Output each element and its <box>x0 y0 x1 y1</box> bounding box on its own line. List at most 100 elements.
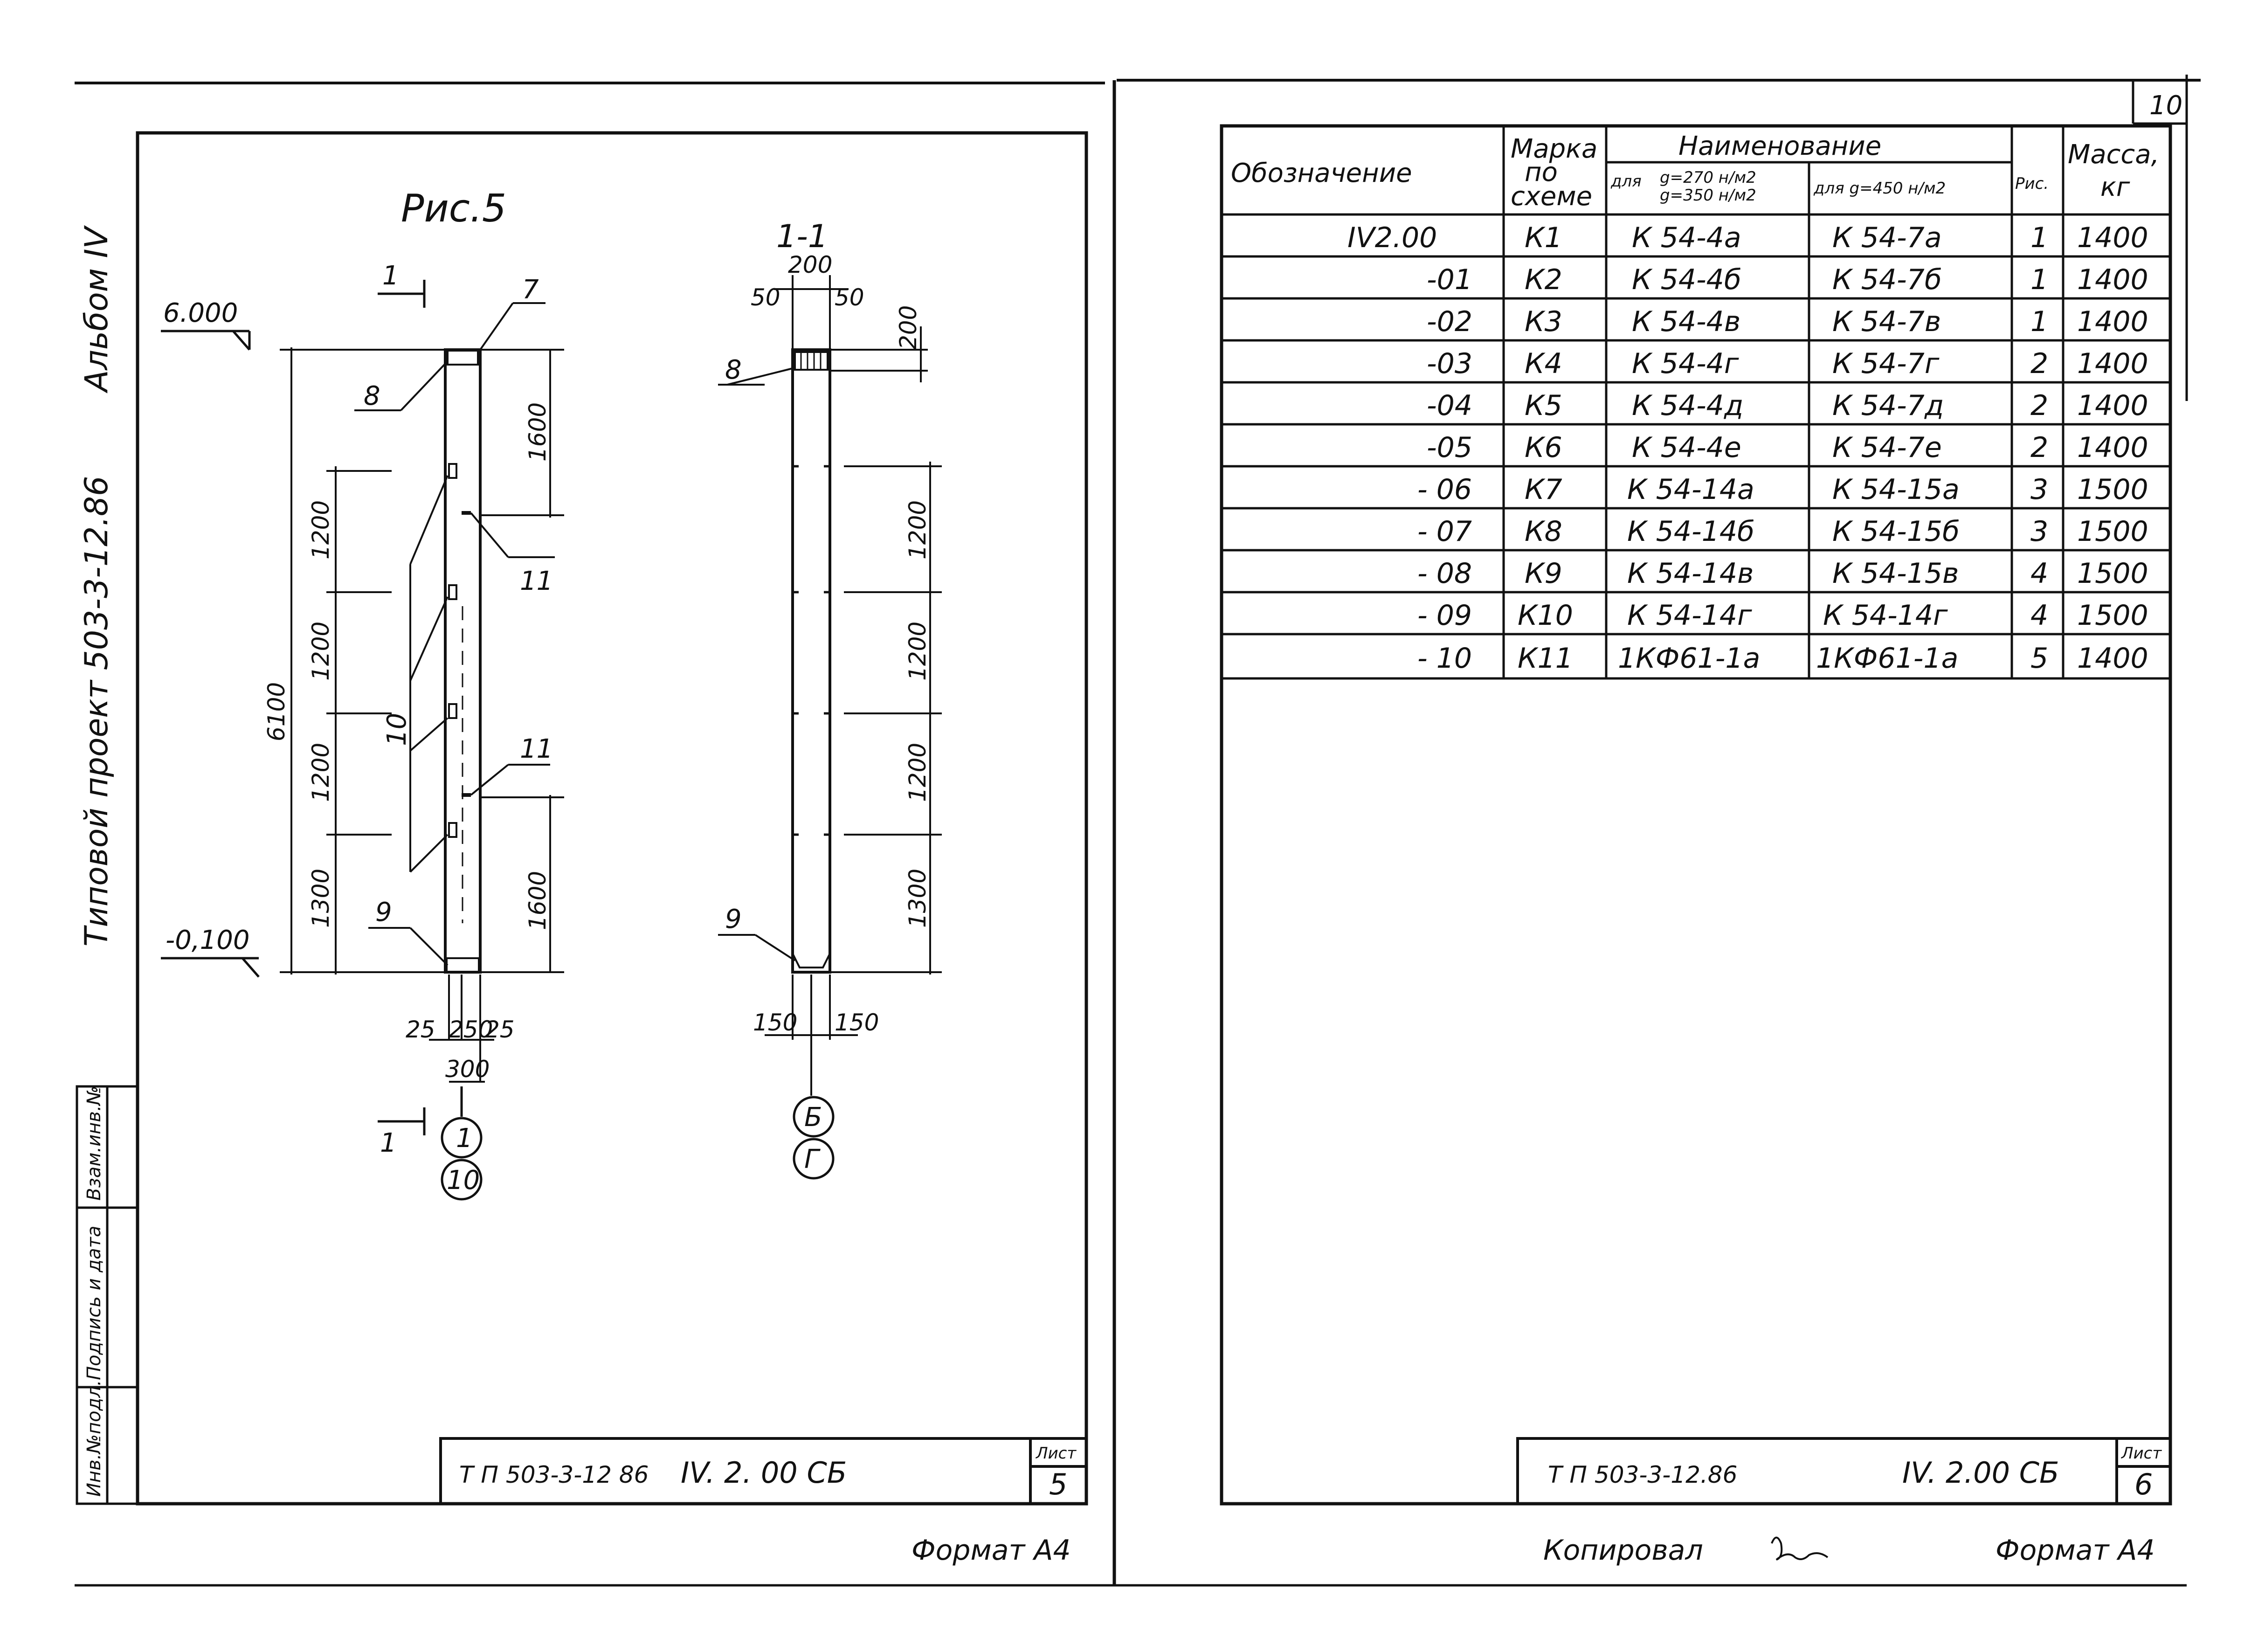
cell-name1: К 54-14а <box>1627 473 1754 506</box>
cell-name2: К 54-7г <box>1832 347 1940 380</box>
section-dimension-lines <box>718 275 942 1096</box>
header-name-sub1-a: g=270 н/м2 <box>1660 168 1756 187</box>
callout-8: 8 <box>364 381 380 411</box>
cell-mark: К4 <box>1525 347 1562 380</box>
cell-mass: 1400 <box>2077 305 2148 338</box>
cell-designation: -03 <box>1427 347 1472 380</box>
cell-mark: К3 <box>1525 305 1562 338</box>
section-cut-bottom <box>378 1107 426 1135</box>
cell-mark: К11 <box>1518 642 1573 675</box>
callout-leaders <box>354 302 555 966</box>
side-text-project: Типовой проект 503-3-12.86 <box>78 476 115 947</box>
table-row: - 06 К7 К 54-14а К 54-15а 3 1500 <box>1417 473 2148 506</box>
cell-mass: 1400 <box>2077 347 2148 380</box>
figure-title: Рис.5 <box>401 187 506 231</box>
dim-bottom-c: 25 <box>485 1016 515 1043</box>
axis-bubble-10: 10 <box>447 1165 480 1196</box>
left-dimension-lines <box>280 347 564 1083</box>
cell-designation: - 10 <box>1417 642 1472 675</box>
cell-fig: 2 <box>2030 431 2048 464</box>
section-dim-seg3: 1200 <box>904 743 931 802</box>
cell-designation: - 07 <box>1417 515 1472 548</box>
cell-name1: К 54-14б <box>1627 515 1754 548</box>
table-row: -05 К6 К 54-4е К 54-7е 2 1400 <box>1427 431 2148 464</box>
right-title-stamp <box>1516 1437 2172 1505</box>
table-row: - 08 К9 К 54-14в К 54-15в 4 1500 <box>1417 557 2148 590</box>
spec-table-grid <box>1222 126 2170 680</box>
cell-designation: -04 <box>1427 389 1472 422</box>
table-row: - 10 К11 1КФ61-1а 1КФ61-1а 5 1400 <box>1417 642 2148 675</box>
side-stamp-inv: Инв.№подл. <box>83 1380 105 1497</box>
cell-mark: К7 <box>1525 473 1562 506</box>
left-title-stamp <box>439 1437 1088 1505</box>
section-dim-bot-left: 150 <box>753 1009 797 1036</box>
cell-fig: 1 <box>2030 263 2048 296</box>
cell-mass: 1500 <box>2077 515 2148 548</box>
cell-name1: К 54-4г <box>1632 347 1739 380</box>
cell-fig: 3 <box>2030 515 2048 548</box>
section-dim-left-off: 50 <box>751 284 780 311</box>
header-mass-1: Масса, <box>2068 139 2159 170</box>
cell-fig: 2 <box>2030 347 2048 380</box>
callout-10: 10 <box>382 713 412 746</box>
header-designation: Обозначение <box>1231 158 1412 188</box>
left-frame <box>136 131 1088 1506</box>
section-axis-bubbles <box>793 1096 835 1180</box>
section-mark-top: 1 <box>382 261 399 291</box>
table-row: -04 К5 К 54-4д К 54-7д 2 1400 <box>1427 389 2148 422</box>
cell-mass: 1400 <box>2077 221 2148 254</box>
cell-name1: К 54-4д <box>1632 389 1743 422</box>
cell-name1: К 54-4б <box>1632 263 1741 296</box>
cell-mark: К9 <box>1525 557 1562 590</box>
right-stamp-code: Т П 503-3-12.86 <box>1548 1461 1737 1488</box>
elevation-bottom: -0,100 <box>166 925 250 955</box>
dim-seg4: 1300 <box>307 869 334 928</box>
cell-name2: К 54-7е <box>1832 431 1942 464</box>
cell-mark: К2 <box>1525 263 1562 296</box>
cell-fig: 4 <box>2030 557 2048 590</box>
cell-designation: -02 <box>1427 305 1472 338</box>
dim-bottom-a: 25 <box>406 1016 435 1043</box>
section-dim-seg4: 1300 <box>904 869 931 928</box>
right-stamp-sheet-num: 6 <box>2134 1467 2153 1501</box>
cell-name2: К 54-15в <box>1832 557 1959 590</box>
dim-right-bottom: 1600 <box>524 871 551 930</box>
section-mark-bottom: 1 <box>380 1128 397 1158</box>
copier-signature <box>1771 1536 1829 1561</box>
left-format: Формат А4 <box>911 1534 1071 1567</box>
header-name-sub2: для g=450 н/м2 <box>1813 179 1946 198</box>
callout-9: 9 <box>375 897 392 927</box>
copied-by-label: Копировал <box>1543 1534 1703 1567</box>
left-stamp-sheet-num: 5 <box>1049 1467 1067 1501</box>
section-dim-seg1: 1200 <box>904 500 931 560</box>
table-row: IV2.00 К1 К 54-4а К 54-7а 1 1400 <box>1347 221 2148 254</box>
section-callout-9: 9 <box>725 904 742 934</box>
side-stamp-replace: Взам.инв.№ <box>83 1086 105 1201</box>
cell-name1: К 54-4в <box>1632 305 1740 338</box>
header-fig: Рис. <box>2015 174 2049 193</box>
section-view <box>791 348 831 974</box>
cell-name1: К 54-4е <box>1632 431 1741 464</box>
header-name: Наименование <box>1678 131 1881 161</box>
cell-mark: К1 <box>1525 221 1562 254</box>
cell-name2: К 54-7б <box>1832 263 1942 296</box>
header-mark-1: Марка <box>1511 134 1597 164</box>
cell-mass: 1500 <box>2077 473 2148 506</box>
cell-mass: 1500 <box>2077 599 2148 632</box>
axis-bubbles <box>441 1086 483 1201</box>
elevation-top: 6.000 <box>163 298 238 328</box>
callout-11a: 11 <box>520 566 553 596</box>
sheet-frame-lines <box>75 79 2201 1587</box>
cell-designation: IV2.00 <box>1347 221 1437 254</box>
dim-overall: 6100 <box>263 682 290 741</box>
page-number-box <box>2132 75 2188 401</box>
axis-bubble-1: 1 <box>456 1123 473 1154</box>
cell-mass: 1500 <box>2077 557 2148 590</box>
table-row: -02 К3 К 54-4в К 54-7в 1 1400 <box>1427 305 2148 338</box>
right-sheet: 10 Обозначение Марка по с <box>1220 75 2188 1567</box>
callout-7: 7 <box>522 275 539 305</box>
callout-11b: 11 <box>520 734 553 764</box>
cell-name1: К 54-14г <box>1627 599 1752 632</box>
cell-name1: К 54-14в <box>1627 557 1754 590</box>
